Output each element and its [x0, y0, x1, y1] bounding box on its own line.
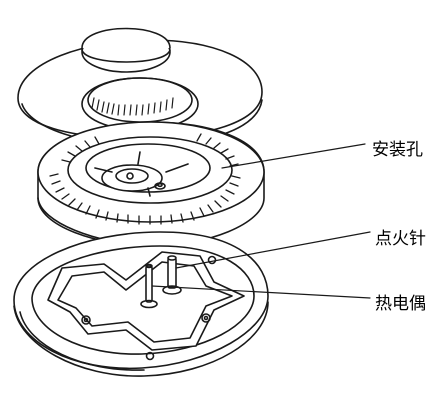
leader-lines: [151, 143, 371, 299]
burner-body: [37, 121, 265, 247]
leader-thermocouple: [151, 285, 371, 299]
thermocouple: [140, 263, 158, 309]
burner-base: [13, 231, 269, 377]
leader-ignition-pin: [175, 231, 371, 269]
ignition-pin: [162, 255, 182, 295]
label-mounting-hole: 安装孔: [372, 140, 423, 160]
label-thermocouple: 热电偶: [375, 294, 426, 314]
mounting-hole: [154, 182, 166, 190]
leader-mounting-hole: [221, 143, 366, 169]
label-ignition-pin: 点火针: [375, 229, 426, 249]
radial-fins: [49, 133, 241, 225]
burner-cap: [17, 27, 263, 146]
flame-ports-inner: [91, 97, 174, 116]
